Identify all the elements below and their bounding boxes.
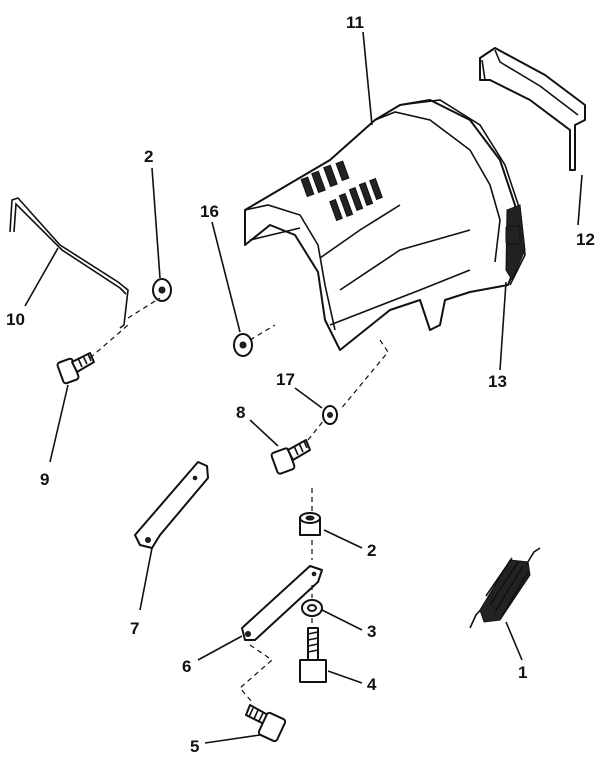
part-2-spacer-lower <box>299 512 321 536</box>
leader-lines <box>24 31 583 744</box>
label-3: 3 <box>367 622 376 641</box>
label-13: 13 <box>488 372 507 391</box>
part-17-washer <box>322 405 338 425</box>
part-6-bar <box>241 565 323 641</box>
label-7: 7 <box>130 619 139 638</box>
label-5: 5 <box>190 737 199 756</box>
label-2-lower: 2 <box>367 541 376 560</box>
part-10-rod <box>9 197 129 329</box>
part-12-trim <box>479 47 586 171</box>
part-4-screw <box>299 627 327 683</box>
part-8-bolt <box>270 439 311 475</box>
label-10: 10 <box>6 310 25 329</box>
label-17: 17 <box>276 370 295 389</box>
label-11: 11 <box>346 13 364 32</box>
label-8: 8 <box>236 403 245 422</box>
label-2-upper: 2 <box>144 147 153 166</box>
label-1: 1 <box>518 663 527 682</box>
part-5-bolt <box>245 704 287 743</box>
part-2-nut-upper <box>152 278 172 302</box>
part-11-shroud <box>244 99 526 351</box>
part-16-nut <box>233 333 253 357</box>
part-3-washer <box>301 599 323 617</box>
part-9-bolt <box>56 352 95 385</box>
alignment-lines <box>89 297 389 703</box>
label-16: 16 <box>200 202 219 221</box>
part-7-bracket <box>134 461 209 549</box>
label-4: 4 <box>367 675 377 694</box>
label-9: 9 <box>40 470 49 489</box>
part-1-spring <box>469 547 541 629</box>
label-12: 12 <box>576 230 595 249</box>
label-6: 6 <box>182 657 191 676</box>
part-13-latch <box>505 225 521 245</box>
part-labels: 11 12 13 2 16 10 9 17 8 7 2 3 4 6 5 1 <box>6 13 595 756</box>
